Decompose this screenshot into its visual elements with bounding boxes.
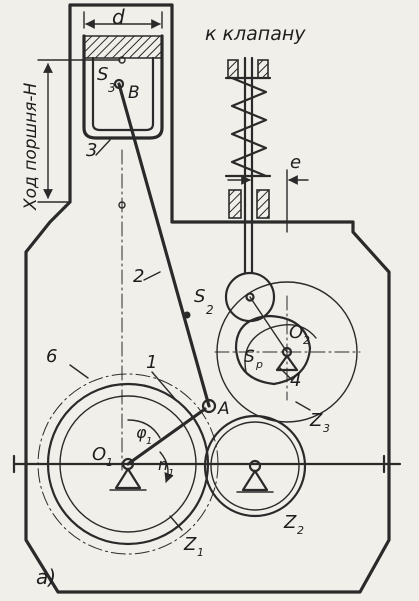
leader-3: [95, 139, 111, 156]
connecting-rod: [117, 82, 211, 408]
label-part-4: 4: [290, 370, 301, 391]
label-Sp-sub: p: [255, 358, 263, 371]
label-part-3: 3: [86, 140, 97, 161]
support-Z2: [236, 459, 274, 493]
label-O2-sub: 2: [303, 334, 310, 347]
support-O1: [109, 457, 147, 491]
figure-label: а): [36, 565, 56, 589]
label-Z1-sub: 1: [197, 546, 204, 559]
label-S3: S: [97, 64, 108, 85]
leader-6: [69, 364, 89, 379]
follower-roller: [224, 271, 276, 323]
label-S3-sub: 3: [108, 81, 116, 95]
joint-B: [113, 78, 125, 90]
label-S2: S: [194, 286, 205, 307]
crank: [126, 407, 207, 466]
label-O2: O: [289, 322, 303, 343]
label-valve: к клапану: [205, 23, 306, 45]
centerline-point: [118, 201, 126, 209]
label-O1-sub: 1: [106, 456, 113, 469]
label-S2-sub: 2: [206, 303, 214, 317]
label-n1: n: [158, 455, 168, 474]
leader-4: [279, 367, 293, 381]
label-part-2: 2: [133, 266, 144, 287]
label-n1-sub: 1: [168, 468, 174, 479]
support-O2: [275, 346, 299, 372]
label-B: B: [128, 83, 140, 103]
label-A: A: [217, 399, 230, 419]
rod-mass-center: [183, 311, 191, 319]
label-e: e: [290, 152, 301, 173]
angle-phi1-arc: [127, 419, 161, 439]
piston: [82, 34, 164, 140]
dimension-stroke: [37, 59, 121, 203]
label-Sp: S: [244, 347, 255, 367]
leader-2: [143, 271, 161, 281]
dimension-d: [83, 11, 163, 29]
gear-z2: [203, 414, 307, 518]
label-d: d: [112, 5, 125, 29]
follower-link: [249, 296, 288, 353]
gear-z1: [37, 373, 219, 555]
label-stroke: Ход поршня-Н: [21, 82, 41, 211]
joint-A: [201, 398, 217, 414]
valve-assembly: [224, 56, 272, 274]
leader-1: [151, 371, 177, 401]
label-phi1: φ: [136, 423, 147, 442]
housing-outline: [24, 3, 391, 594]
leader-Z3: [295, 401, 311, 411]
label-O1: O: [92, 444, 106, 465]
label-part-6: 6: [46, 346, 57, 367]
rotation-arrow: [159, 451, 174, 483]
label-Z3: Z: [309, 410, 323, 431]
label-Z3-sub: 3: [323, 422, 330, 435]
label-phi1-sub: 1: [146, 436, 152, 447]
dimension-e: [227, 169, 309, 233]
leader-Z1: [169, 515, 183, 531]
label-Z1: Z: [183, 534, 197, 555]
label-Z2-sub: 2: [297, 524, 304, 537]
label-part-1: 1: [146, 352, 157, 373]
label-Z2: Z: [283, 512, 297, 533]
